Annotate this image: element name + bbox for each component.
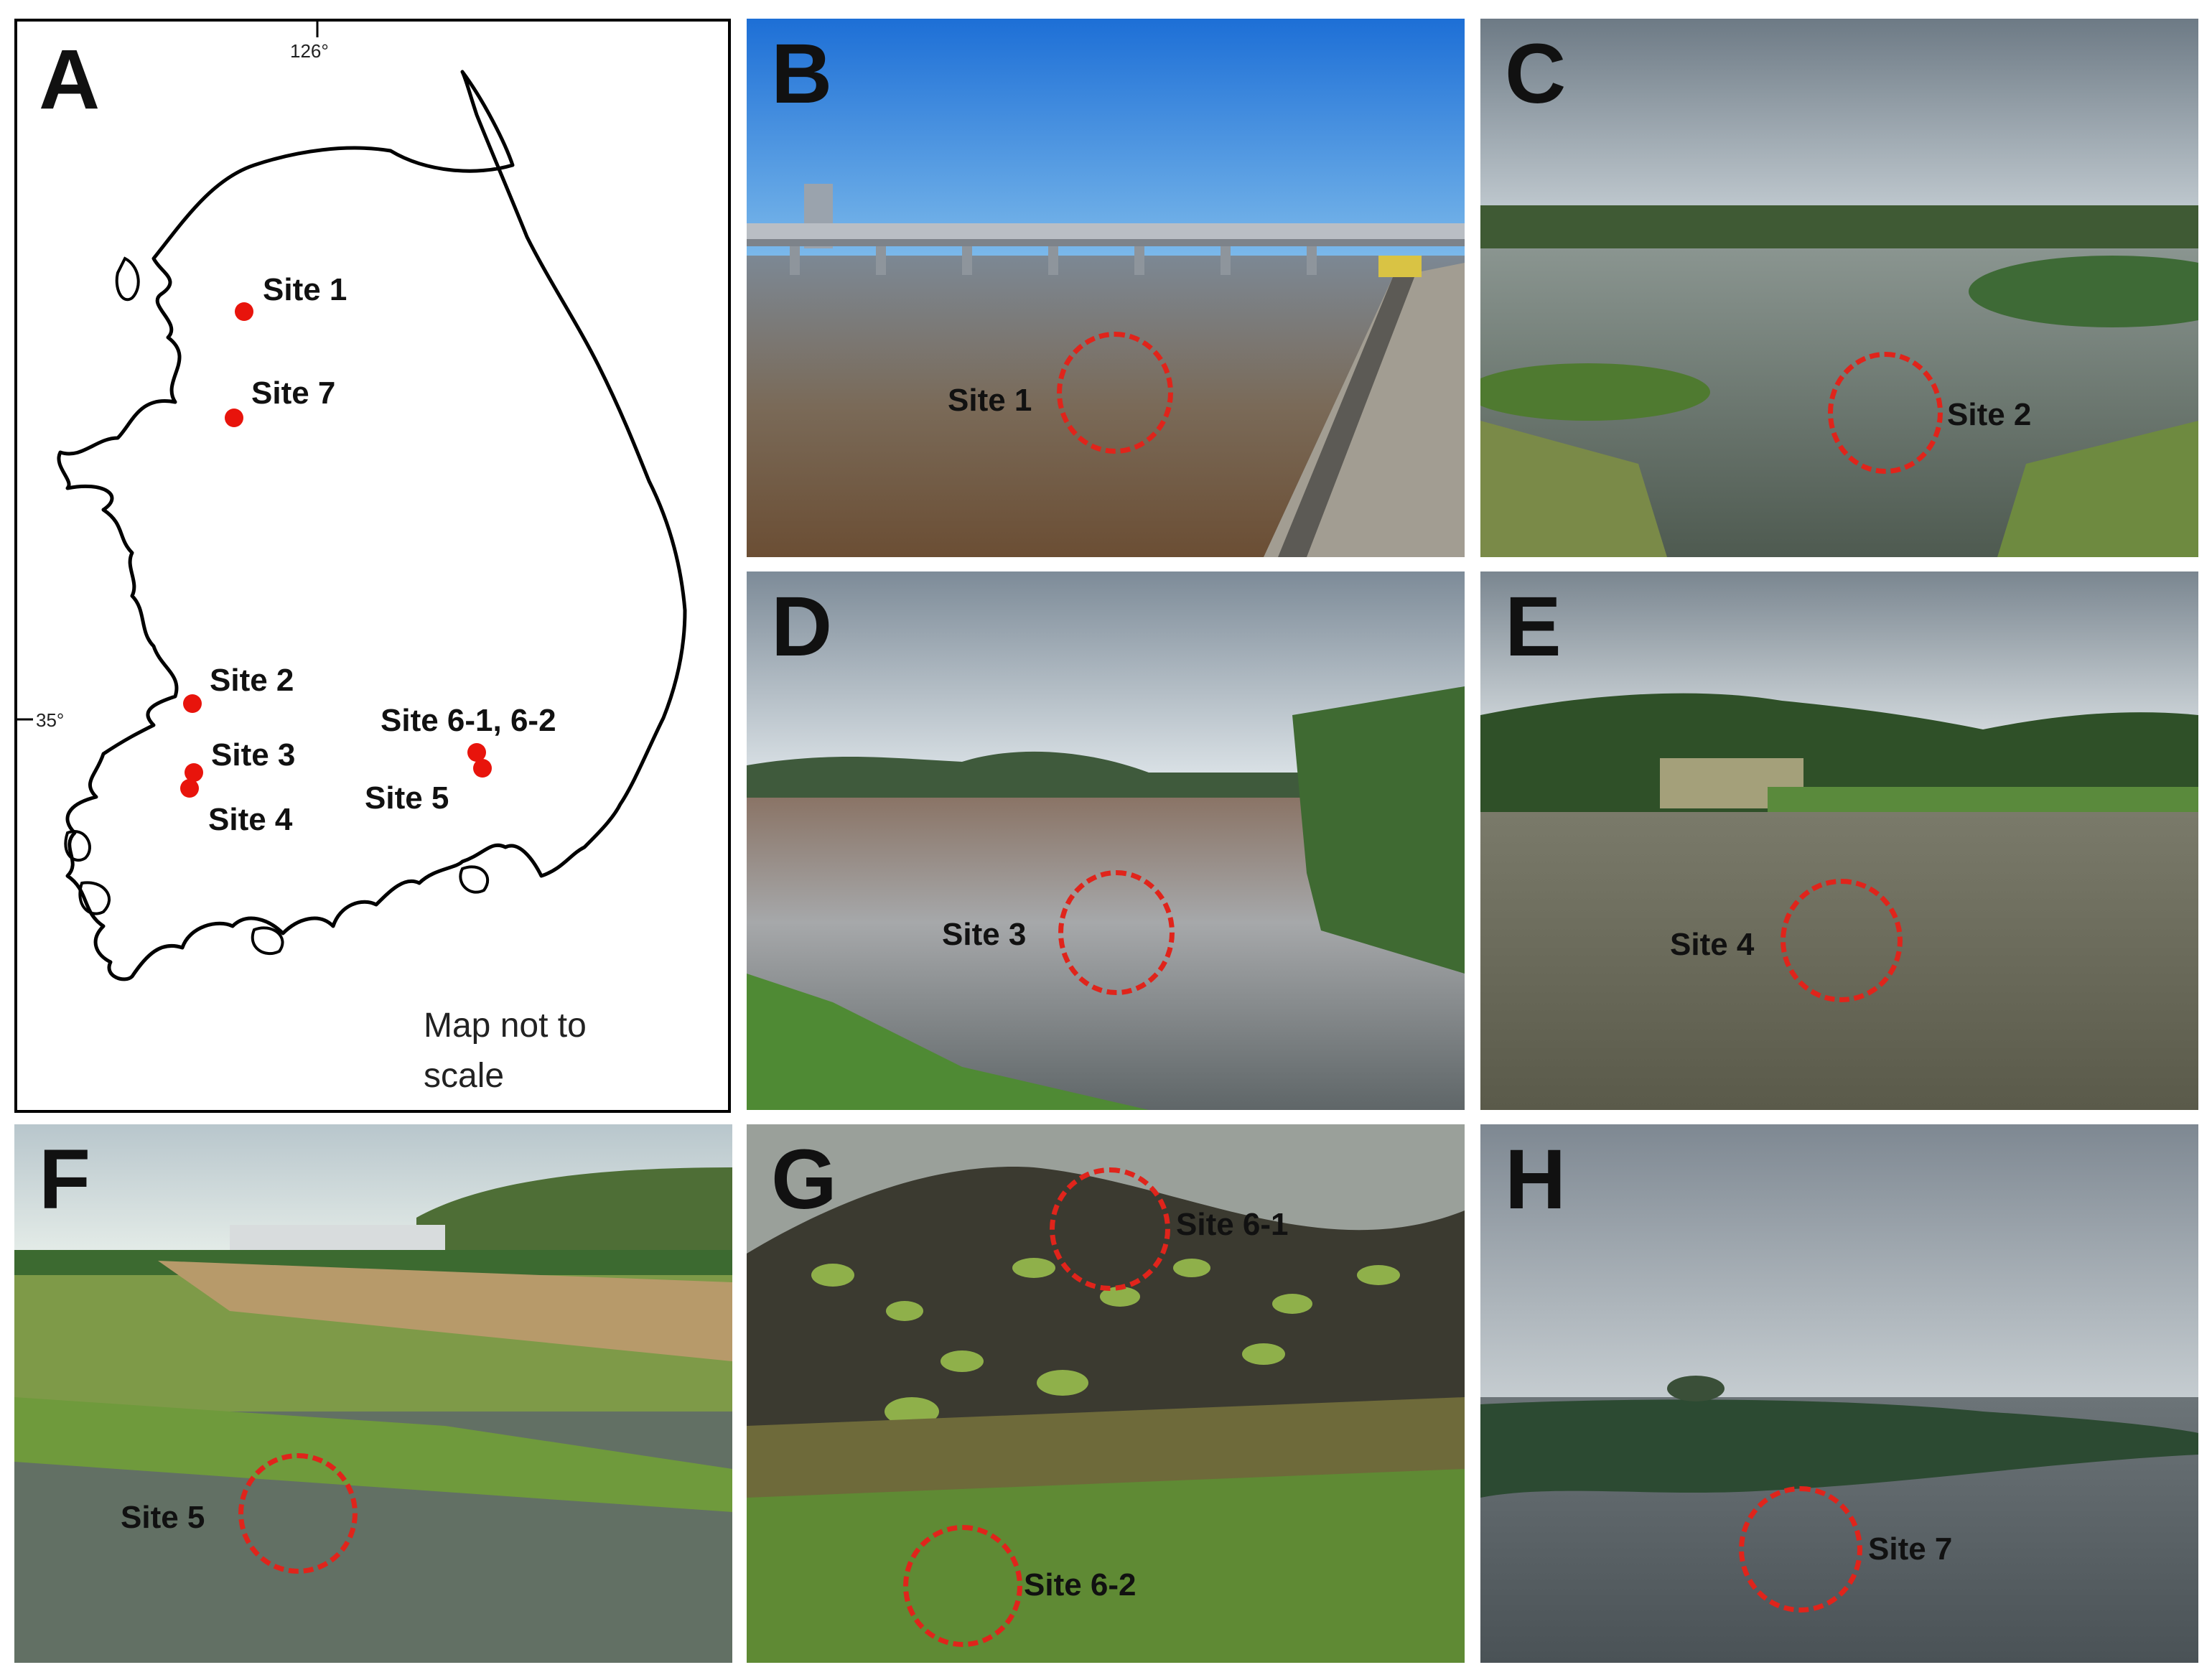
panel-letter-g: G	[771, 1132, 837, 1227]
site-3-dot	[185, 763, 203, 782]
map-note-line-1: Map not to	[424, 1007, 587, 1045]
site-7-label: Site 7	[251, 375, 336, 411]
site-5-photo-label: Site 5	[121, 1500, 205, 1535]
panel-e-photo: E Site 4	[1480, 571, 2198, 1110]
site-6-1-photo-label: Site 6-1	[1176, 1207, 1289, 1242]
site-2-label: Site 2	[210, 663, 294, 698]
site-4-marker-circle	[1781, 879, 1903, 1002]
site-1-dot	[235, 302, 253, 321]
panel-letter-b: B	[771, 27, 833, 121]
site-2-dot	[183, 694, 202, 713]
reservoir-photo-d	[747, 571, 1465, 1110]
site-3-marker-circle	[1058, 870, 1175, 995]
panel-letter-d: D	[771, 579, 833, 674]
site-2-photo-label: Site 2	[1947, 397, 2032, 432]
site-1-marker-circle	[1057, 332, 1173, 454]
site-6-2-dot	[473, 759, 492, 778]
site-6-1-dot	[467, 743, 486, 762]
site-6-label: Site 6-1, 6-2	[381, 703, 556, 738]
panel-letter-e: E	[1505, 579, 1562, 674]
longitude-label: 126°	[290, 40, 329, 62]
panel-letter-a: A	[39, 32, 101, 127]
panel-c-photo: C Site 2	[1480, 19, 2198, 557]
lake-photo-e	[1480, 571, 2198, 1110]
site-1-label: Site 1	[263, 272, 347, 307]
site-5-marker-circle	[238, 1453, 358, 1574]
site-3-photo-label: Site 3	[942, 917, 1027, 952]
site-1-photo-label: Site 1	[948, 383, 1032, 418]
panel-letter-c: C	[1505, 27, 1567, 121]
panel-h-photo: H Site 7	[1480, 1124, 2198, 1663]
panel-d-photo: D Site 3	[747, 571, 1465, 1110]
river-photo-b	[747, 19, 1465, 557]
panel-a-map: A 126° 35° Site 1 Site 7 Site 2 Site 3 S…	[14, 19, 731, 1113]
site-6-2-marker-circle	[903, 1525, 1022, 1647]
map-note-line-2: scale	[424, 1056, 505, 1095]
site-7-dot	[225, 409, 243, 427]
panel-g-photo: G Site 6-1 Site 6-2	[747, 1124, 1465, 1663]
site-3-label: Site 3	[211, 737, 296, 773]
site-2-marker-circle	[1828, 352, 1943, 474]
site-7-photo-label: Site 7	[1868, 1531, 1953, 1567]
latitude-label: 35°	[36, 709, 65, 731]
panel-b-photo: B Site 1	[747, 19, 1465, 557]
panel-letter-h: H	[1505, 1132, 1567, 1227]
korea-outline-map	[17, 22, 687, 981]
site-4-label: Site 4	[208, 802, 293, 837]
site-4-photo-label: Site 4	[1670, 927, 1755, 962]
site-7-marker-circle	[1739, 1486, 1862, 1613]
map-note: Map not to scale	[424, 1001, 587, 1101]
site-6-2-photo-label: Site 6-2	[1024, 1567, 1137, 1602]
site-5-label: Site 5	[365, 780, 449, 816]
panel-letter-f: F	[39, 1132, 91, 1227]
wetland-photo-f	[14, 1124, 732, 1663]
site-4-dot	[180, 779, 199, 798]
panel-f-photo: F Site 5	[14, 1124, 732, 1663]
site-6-1-marker-circle	[1050, 1167, 1170, 1291]
lotus-lake-photo-h	[1480, 1124, 2198, 1663]
pond-photo-c	[1480, 19, 2198, 557]
